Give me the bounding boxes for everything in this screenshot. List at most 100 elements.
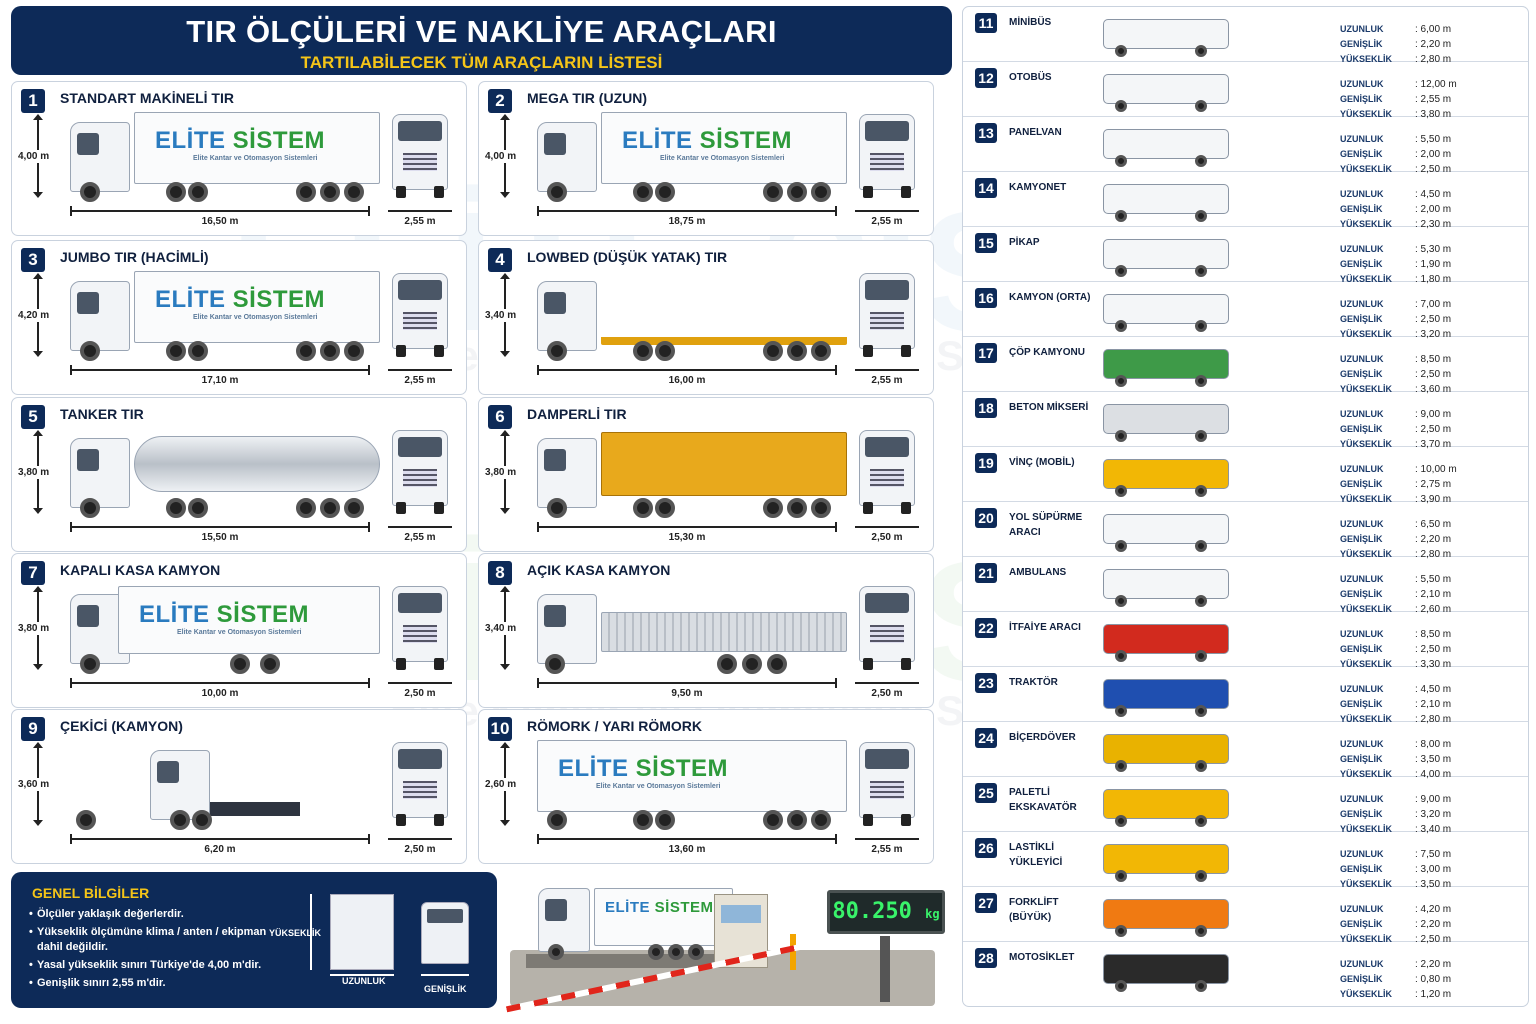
list-vehicle-name: OTOBÜS: [1009, 72, 1052, 83]
vehicle-list-row: 25 PALETLİ EKSKAVATÖR UZUNLUK GENİŞLİK Y…: [963, 777, 1528, 835]
list-number: 25: [975, 783, 997, 803]
height-label: YÜKSEKLİK: [1340, 219, 1393, 229]
vehicle-body: [1103, 459, 1229, 489]
height-value: : 2,30 m: [1415, 219, 1452, 230]
wheel-icon: [1195, 870, 1207, 882]
list-vehicle-name: VİNÇ (MOBİL): [1009, 457, 1075, 468]
info-bullet: Yasal yükseklik sınırı Türkiye'de 4,00 m…: [29, 958, 269, 973]
width-value: : 2,10 m: [1415, 589, 1452, 600]
dimension-values: : 9,00 m : 3,20 m : 3,40 m: [1415, 792, 1451, 837]
list-number: 14: [975, 178, 997, 198]
vehicle-body: [1103, 514, 1229, 544]
vehicle-name: RÖMORK / YARI RÖMORK: [527, 718, 703, 734]
length-value: 10,00 m: [201, 688, 239, 699]
height-value: : 2,80 m: [1415, 54, 1452, 65]
dimension-values: : 7,00 m : 2,50 m : 3,20 m: [1415, 297, 1451, 342]
length-label: UZUNLUK: [1340, 739, 1384, 749]
vehicle-body: [1103, 74, 1229, 104]
list-vehicle-name: KAMYONET: [1009, 182, 1067, 193]
width-value: : 2,50 m: [1415, 644, 1452, 655]
width-label: GENİŞLİK: [1340, 699, 1383, 709]
dimension-values: : 2,20 m : 0,80 m : 1,20 m: [1415, 957, 1451, 1002]
length-label: UZUNLUK: [1340, 79, 1384, 89]
vehicle-name: TANKER TIR: [60, 406, 144, 422]
width-value: : 2,50 m: [1415, 314, 1452, 325]
dimension-values: : 5,30 m : 1,90 m : 1,80 m: [1415, 242, 1451, 287]
height-dimension: 4,00 m: [16, 114, 64, 198]
front-view-truck-icon: [855, 273, 919, 357]
vehicle-body: [1103, 954, 1229, 984]
height-value: : 2,50 m: [1415, 164, 1452, 175]
vehicle-name: LOWBED (DÜŞÜK YATAK) TIR: [527, 249, 728, 265]
medium-truck-icon: [1101, 290, 1259, 332]
diagram-width-arrow: [421, 974, 469, 976]
height-value: : 1,20 m: [1415, 989, 1452, 1000]
length-value: : 2,20 m: [1415, 959, 1452, 970]
length-value: 18,75 m: [668, 216, 706, 227]
length-value: 13,60 m: [668, 844, 706, 855]
width-dimension: 2,55 m: [855, 365, 919, 386]
vehicle-body: [1103, 789, 1229, 819]
dimension-labels: UZUNLUK GENİŞLİK YÜKSEKLİK: [1340, 847, 1392, 892]
dimension-values: : 4,20 m : 2,20 m : 2,50 m: [1415, 902, 1451, 947]
front-view-truck-icon: [388, 586, 452, 670]
info-bullet: Yükseklik ölçümüne klima / anten / ekipm…: [29, 925, 269, 955]
height-value: : 2,80 m: [1415, 549, 1452, 560]
wheel-icon: [1195, 925, 1207, 937]
wheel-icon: [1195, 485, 1207, 497]
wheel-icon: [1115, 595, 1127, 607]
front-view-truck-icon: [855, 114, 919, 198]
dimension-labels: UZUNLUK GENİŞLİK YÜKSEKLİK: [1340, 517, 1392, 562]
width-value: : 2,50 m: [1415, 424, 1452, 435]
height-value: : 3,30 m: [1415, 659, 1452, 670]
length-dimension: 15,50 m: [70, 522, 370, 543]
height-dimension: 2,60 m: [483, 742, 531, 826]
trailer-logo-2: SİSTEM: [232, 286, 326, 313]
wheel-icon: [547, 498, 567, 518]
list-vehicle-name: PANELVAN: [1009, 127, 1062, 138]
wheel-icon: [763, 182, 783, 202]
wheel-icon: [547, 182, 567, 202]
wheel-icon: [1195, 650, 1207, 662]
ambulance-icon: [1101, 565, 1259, 607]
height-label: YÜKSEKLİK: [1340, 274, 1393, 284]
height-value: : 1,80 m: [1415, 274, 1452, 285]
dimension-labels: UZUNLUK GENİŞLİK YÜKSEKLİK: [1340, 792, 1392, 837]
height-label: YÜKSEKLİK: [1340, 329, 1393, 339]
wheel-icon: [787, 182, 807, 202]
height-value: : 3,20 m: [1415, 329, 1452, 340]
width-label: GENİŞLİK: [1340, 259, 1383, 269]
vehicle-body: [1103, 844, 1229, 874]
dimension-values: : 4,50 m : 2,00 m : 2,30 m: [1415, 187, 1451, 232]
length-label: UZUNLUK: [1340, 794, 1384, 804]
list-number: 13: [975, 123, 997, 143]
wheel-icon: [811, 810, 831, 830]
list-number: 28: [975, 948, 997, 968]
length-label: UZUNLUK: [1340, 464, 1384, 474]
wheel-icon: [1195, 430, 1207, 442]
wheel-icon: [633, 810, 653, 830]
wheel-icon: [260, 654, 280, 674]
width-value: 2,55 m: [404, 216, 436, 227]
list-number: 20: [975, 508, 997, 528]
mobile-crane-icon: [1101, 455, 1259, 497]
width-value: : 0,80 m: [1415, 974, 1452, 985]
diagram-length-label: UZUNLUK: [342, 976, 386, 986]
length-dimension: 15,30 m: [537, 522, 837, 543]
dimension-values: : 5,50 m : 2,10 m : 2,60 m: [1415, 572, 1451, 617]
height-value: : 3,60 m: [1415, 384, 1452, 395]
list-vehicle-name: BETON MİKSERİ: [1009, 402, 1089, 413]
width-label: GENİŞLİK: [1340, 589, 1383, 599]
height-label: YÜKSEKLİK: [1340, 439, 1393, 449]
list-number: 16: [975, 288, 997, 308]
length-dimension: 16,00 m: [537, 365, 837, 386]
dimension-labels: UZUNLUK GENİŞLİK YÜKSEKLİK: [1340, 627, 1392, 672]
dimension-labels: UZUNLUK GENİŞLİK YÜKSEKLİK: [1340, 352, 1392, 397]
wheel-icon: [1115, 375, 1127, 387]
vehicle-list-row: 14 KAMYONET UZUNLUK GENİŞLİK YÜKSEKLİK :…: [963, 172, 1528, 230]
wheel-icon: [655, 810, 675, 830]
vehicle-name: MEGA TIR (UZUN): [527, 90, 648, 106]
length-value: 15,50 m: [201, 532, 239, 543]
length-dimension: 16,50 m: [70, 206, 370, 227]
